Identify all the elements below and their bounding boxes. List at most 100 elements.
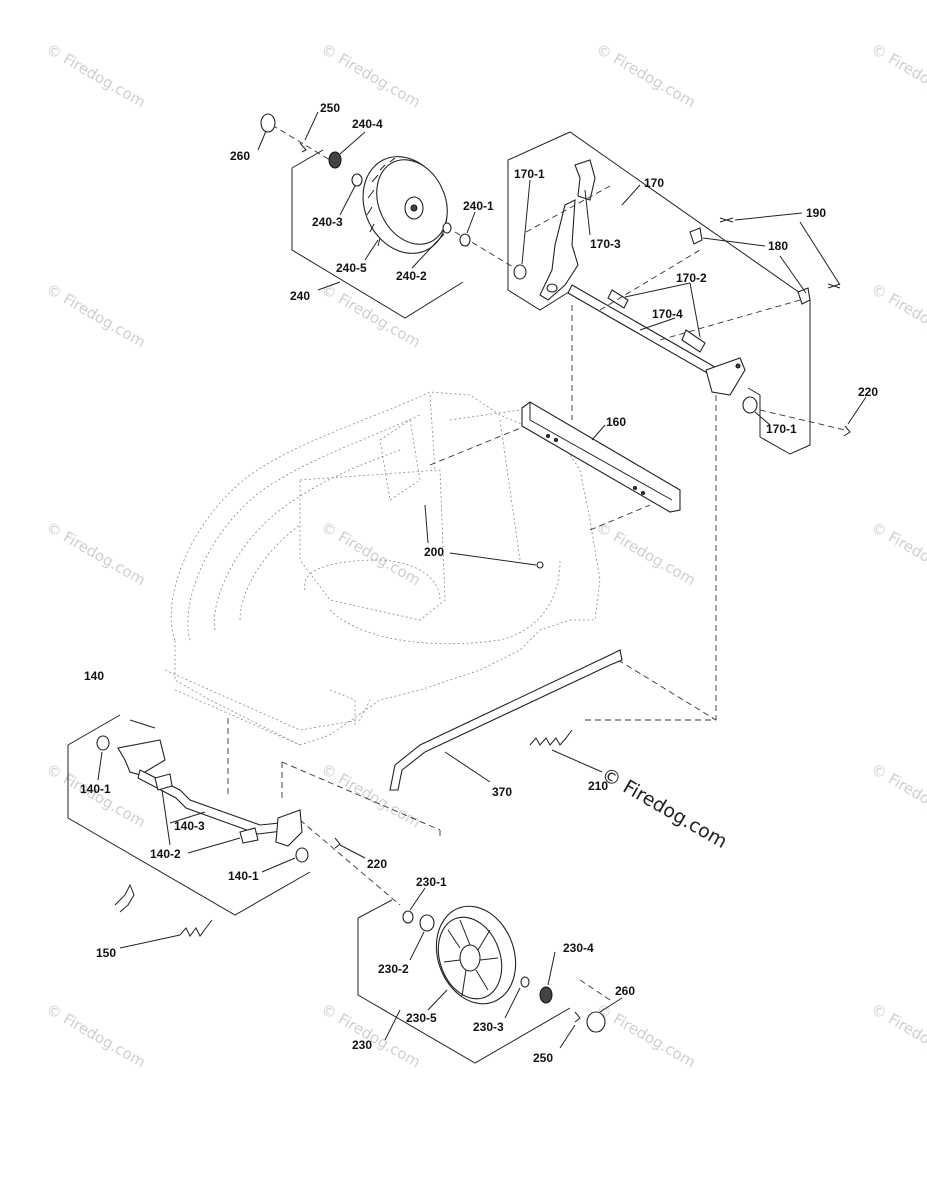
label-140-1: 140-1 [80,782,111,796]
front-axle-group [67,714,341,916]
mower-deck [164,391,601,746]
spring-210 [529,729,573,746]
watermark: © Firedog.com [868,1000,927,1071]
washer-240-3 [351,173,363,187]
washer-170-1 [742,396,758,414]
brand-watermark: © Firedog.com [598,763,731,853]
label-230-2: 230-2 [378,962,409,976]
label-190: 190 [806,206,826,220]
label-220: 220 [367,857,387,871]
label-240-5: 240-5 [336,261,367,275]
label-240-4: 240-4 [352,117,383,131]
screw-200 [536,561,544,569]
clip-220 [334,837,341,849]
watermark: © Firedog.com [868,518,927,589]
watermark: © Firedog.com [593,40,699,111]
label-170-3: 170-3 [590,237,621,251]
leader-lines [97,111,867,1049]
axle-bracket-right [275,809,303,847]
label-170-4: 170-4 [652,307,683,321]
label-210: 210 [588,779,608,793]
label-150: 150 [96,946,116,960]
axle-rod-170-4 [567,284,721,379]
label-170: 170 [644,176,664,190]
label-180: 180 [768,239,788,253]
watermark: © Firedog.com [868,760,927,831]
height-adjuster-group [507,131,851,455]
label-140: 140 [84,669,104,683]
clip-250 [299,142,307,153]
pivot-bracket [705,357,746,396]
watermark: © Firedog.com [593,518,699,589]
label-250: 250 [320,101,340,115]
washer-170-1 [513,264,527,280]
washer-140-1 [295,847,309,863]
adjuster-lever [539,199,579,301]
axle-bracket-left [117,739,166,776]
label-260: 260 [230,149,250,163]
front-wheel-group [357,899,606,1064]
springs-150 [114,883,213,937]
label-370: 370 [492,785,512,799]
bushing-140-2 [239,827,259,844]
label-140-2: 140-2 [150,847,181,861]
label-250: 250 [533,1051,553,1065]
bushing-140-2 [154,773,173,791]
rear-wheel-group [260,113,519,319]
bushing-230-2 [419,914,435,932]
bushing-170-2 [681,329,706,353]
label-230: 230 [352,1038,372,1052]
part-labels: 250 260 240-4 240-3 240-5 240-2 240-1 24… [80,101,878,1065]
label-230-1: 230-1 [416,875,447,889]
lever-grip-170-3 [574,159,596,201]
hub-cap-260 [260,113,276,133]
label-230-4: 230-4 [563,941,594,955]
label-170-2: 170-2 [676,271,707,285]
label-240-2: 240-2 [396,269,427,283]
rear-bracket-160 [521,401,681,513]
watermark: © Firedog.com [868,40,927,111]
clip-250 [574,1011,581,1023]
watermark: © Firedog.com [868,280,927,351]
label-260: 260 [615,984,635,998]
watermark: © Firedog.com [593,1000,699,1071]
guide-lines [227,305,717,1001]
label-170-1: 170-1 [766,422,797,436]
bearing-230-4 [539,986,553,1004]
watermark: © Firedog.com [43,1000,149,1071]
rear-wheel-240-5 [362,156,448,254]
washer-230-3 [520,976,530,988]
watermark: © Firedog.com [318,280,424,351]
front-wheel-230-5 [435,905,517,1005]
bushing-240-1 [459,233,471,247]
label-140-3: 140-3 [174,819,205,833]
label-240: 240 [290,289,310,303]
label-140-1: 140-1 [228,869,259,883]
label-220: 220 [858,385,878,399]
label-230-3: 230-3 [473,1020,504,1034]
watermark: © Firedog.com [43,518,149,589]
clip-180 [689,227,703,245]
screw-190 [827,283,841,289]
clip-180 [797,287,811,305]
watermark: © Firedog.com [318,760,424,831]
label-160: 160 [606,415,626,429]
label-240-1: 240-1 [463,199,494,213]
watermark: © Firedog.com [43,280,149,351]
label-200: 200 [424,545,444,559]
watermark: © Firedog.com [43,40,149,111]
clip-220 [843,425,851,437]
label-230-5: 230-5 [406,1011,437,1025]
washer-230-1 [402,910,414,924]
label-240-3: 240-3 [312,215,343,229]
washer-240-2 [442,222,452,234]
hub-cap-260 [586,1011,606,1033]
drag-link-370 [389,649,623,791]
watermark: © Firedog.com [318,518,424,589]
washer-140-1 [96,735,110,751]
bearing-240-4 [328,151,342,169]
screw-190 [719,217,734,223]
label-170-1: 170-1 [514,167,545,181]
